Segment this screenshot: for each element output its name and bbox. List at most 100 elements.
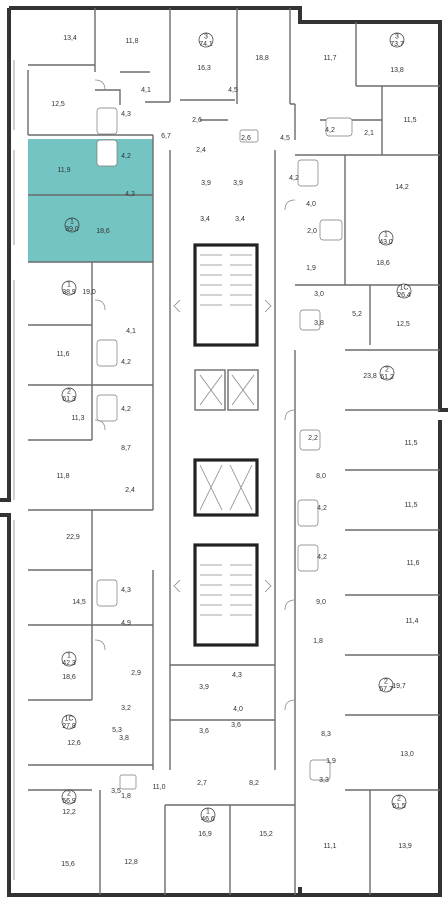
room-area-label: 11,4 <box>405 618 418 625</box>
room-area-label: 3,9 <box>201 180 211 187</box>
apartment-badge-circle <box>379 365 395 381</box>
room-area-label: 1,9 <box>306 265 316 272</box>
apartment-total-area: 51,5 <box>392 803 406 810</box>
apartment-total-area: 43,0 <box>379 239 393 246</box>
room-area-label: 18,6 <box>96 228 110 235</box>
apartment-rooms-count: 1C <box>400 285 409 292</box>
room-area-label: 2,1 <box>364 130 374 137</box>
room-area-label: 3,3 <box>319 777 329 784</box>
room-area-label: 8,7 <box>121 445 131 452</box>
room-area-label: 2,4 <box>196 147 206 154</box>
room-area-label: 22,9 <box>66 534 80 541</box>
apartment-badge-a2[interactable]: 373,7 <box>389 32 405 48</box>
room-area-label: 19,0 <box>82 289 96 296</box>
apartment-rooms-count: 2 <box>397 796 401 803</box>
room-area-label: 4,1 <box>141 87 151 94</box>
room-area-label: 16,9 <box>198 831 212 838</box>
room-area-label: 3,5 <box>111 788 121 795</box>
room-area-label: 18,6 <box>62 674 76 681</box>
apartment-total-area: 46,6 <box>201 816 215 823</box>
apartment-rooms-count: 1 <box>384 232 388 239</box>
room-area-label: 11,8 <box>56 473 69 480</box>
apartment-total-area: 39,0 <box>65 226 79 233</box>
room-area-label: 11,5 <box>404 440 417 447</box>
room-area-label: 12,5 <box>396 321 410 328</box>
room-area-label: 11,6 <box>56 351 69 358</box>
apartment-total-area: 27,8 <box>62 723 76 730</box>
room-area-label: 2,0 <box>307 228 317 235</box>
apartment-badge-circle <box>396 283 412 299</box>
apartment-badge-a4[interactable]: 143,0 <box>378 230 394 246</box>
room-area-label: 3,6 <box>231 722 241 729</box>
apartment-rooms-count: 1 <box>70 219 74 226</box>
room-area-label: 3,0 <box>314 291 324 298</box>
room-area-label: 2,7 <box>197 780 207 787</box>
room-area-label: 11,8 <box>125 38 138 45</box>
apartment-badge-a13[interactable]: 251,5 <box>391 794 407 810</box>
apartment-badges: 374,1373,7139,0143,0138,91C26,4261,2261,… <box>61 32 412 823</box>
apartment-rooms-count: 2 <box>67 389 71 396</box>
room-area-label: 4,3 <box>232 672 242 679</box>
room-area-label: 13,9 <box>398 843 412 850</box>
room-area-label: 4,2 <box>121 153 131 160</box>
room-area-label: 15,6 <box>61 861 75 868</box>
apartment-badge-a10[interactable]: 257,7 <box>378 677 394 693</box>
room-area-label: 4,3 <box>125 191 135 198</box>
apartment-badge-circle <box>61 387 77 403</box>
room-area-label: 4,3 <box>121 111 131 118</box>
apartment-total-area: 74,1 <box>199 41 213 48</box>
room-area-label: 2,2 <box>308 435 318 442</box>
apartment-rooms-count: 1 <box>67 282 71 289</box>
apartment-badge-a14[interactable]: 146,6 <box>200 807 216 823</box>
room-area-label: 3,8 <box>314 320 324 327</box>
apartment-badge-a9[interactable]: 142,3 <box>61 651 77 667</box>
room-area-label: 4,2 <box>121 406 131 413</box>
apartment-badge-a5[interactable]: 138,9 <box>61 280 77 296</box>
apartment-badge-circle <box>61 651 77 667</box>
room-area-label: 11,3 <box>71 415 84 422</box>
stair-treads-lower <box>200 564 252 616</box>
apartment-total-area: 38,9 <box>62 289 76 296</box>
room-area-label: 4,3 <box>121 587 131 594</box>
apartment-total-area: 42,3 <box>62 660 76 667</box>
exterior-wall <box>0 6 448 897</box>
room-area-label: 6,7 <box>161 133 171 140</box>
door-swings <box>94 79 296 711</box>
room-area-label: 12,8 <box>124 859 138 866</box>
room-area-label: 11,1 <box>323 843 336 850</box>
room-area-label: 4,0 <box>306 201 316 208</box>
apartment-total-area: 73,7 <box>390 41 404 48</box>
room-area-label: 9,0 <box>316 599 326 606</box>
room-area-label: 8,0 <box>316 473 326 480</box>
room-area-label: 1,8 <box>313 638 323 645</box>
room-area-label: 4,0 <box>233 706 243 713</box>
room-area-label: 13,8 <box>390 67 404 74</box>
bath-fixtures <box>96 107 353 790</box>
room-area-label: 16,3 <box>197 65 211 72</box>
room-area-label: 5,3 <box>112 727 122 734</box>
room-area-label: 2,6 <box>192 117 202 124</box>
apartment-badge-circle <box>200 807 216 823</box>
room-area-label: 13,4 <box>63 35 77 42</box>
room-area-label: 15,2 <box>259 831 273 838</box>
apartment-badge-a1[interactable]: 374,1 <box>198 32 214 48</box>
apartment-badge-a12[interactable]: 256,9 <box>61 789 77 805</box>
room-area-label: 3,9 <box>199 684 209 691</box>
apartment-badge-a7[interactable]: 261,2 <box>379 365 395 381</box>
room-area-label: 4,2 <box>317 554 327 561</box>
apartment-rooms-count: 2 <box>67 791 71 798</box>
room-area-label: 12,5 <box>51 101 65 108</box>
apartment-badge-a8[interactable]: 261,3 <box>61 387 77 403</box>
room-area-label: 3,9 <box>233 180 243 187</box>
room-area-label: 4,2 <box>317 505 327 512</box>
room-area-label: 3,4 <box>235 216 245 223</box>
apartment-rooms-count: 2 <box>384 679 388 686</box>
room-area-label: 4,2 <box>289 175 299 182</box>
room-area-label: 14,2 <box>395 184 409 191</box>
apartment-badge-a3[interactable]: 139,0 <box>64 217 80 233</box>
room-area-label: 18,8 <box>255 55 269 62</box>
